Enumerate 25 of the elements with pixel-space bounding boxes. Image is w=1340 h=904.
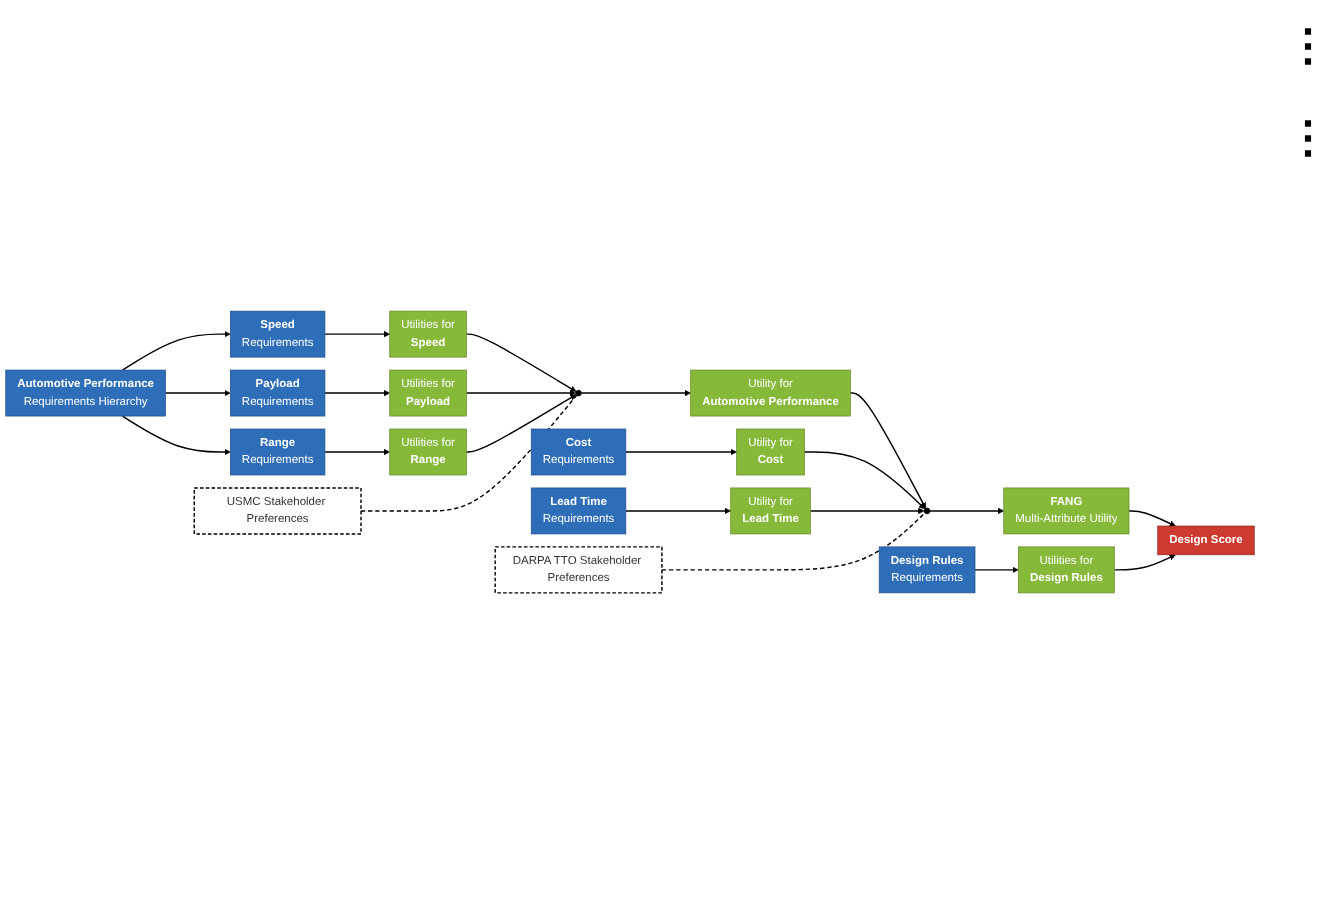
connector — [360, 394, 578, 512]
arrow — [121, 330, 231, 371]
arrow — [164, 389, 231, 397]
arrow — [803, 451, 926, 510]
arrow — [465, 333, 577, 392]
arrow — [580, 389, 691, 397]
arrow — [974, 566, 1019, 574]
node-circle — [575, 389, 582, 397]
arrow — [1113, 554, 1176, 571]
arrow — [809, 507, 925, 515]
arrow — [324, 448, 391, 456]
arrow — [625, 507, 731, 515]
arrow — [324, 389, 391, 397]
arrow — [929, 507, 1005, 515]
arrow — [465, 389, 576, 397]
arrow — [1128, 510, 1176, 527]
arrow — [625, 448, 737, 456]
connector — [661, 512, 926, 571]
arrow — [849, 392, 927, 509]
arrow — [121, 415, 231, 456]
arrow — [465, 394, 577, 453]
arrow — [324, 330, 391, 338]
node-circle — [923, 507, 931, 515]
ellipsis-mark: ⋮ — [1286, 20, 1330, 72]
ellipsis-mark: ⋮ — [1286, 112, 1330, 164]
